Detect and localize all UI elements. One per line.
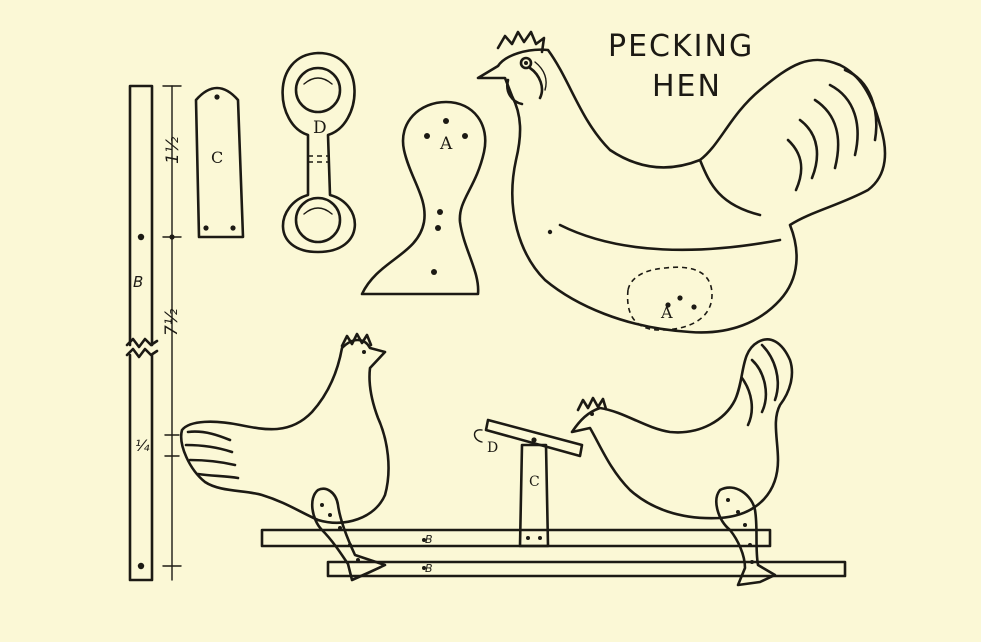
label-assembly-d: D bbox=[487, 440, 498, 456]
large-hen bbox=[476, 30, 887, 334]
part-a-foot bbox=[360, 100, 487, 296]
dim-top: 1½ bbox=[163, 136, 183, 164]
part-d-link bbox=[281, 51, 357, 254]
label-assembly-b-lower: B bbox=[425, 562, 433, 575]
part-b-stick bbox=[125, 84, 159, 582]
assembly-lever bbox=[473, 418, 584, 548]
label-c-strip: C bbox=[211, 148, 223, 167]
label-assembly-b-upper: B bbox=[425, 533, 433, 546]
label-d-link: D bbox=[313, 118, 327, 138]
title-line1: PECKING bbox=[608, 29, 754, 64]
label-b-stick: B bbox=[133, 273, 143, 291]
dim-middle: 7½ bbox=[162, 308, 182, 336]
right-hen bbox=[570, 338, 794, 587]
dim-bottom: ¼ bbox=[135, 437, 150, 455]
dimension-line bbox=[162, 85, 182, 581]
assembly-base bbox=[260, 528, 847, 578]
label-assembly-c: C bbox=[529, 474, 540, 490]
title-line2: HEN bbox=[652, 69, 722, 104]
part-c-strip bbox=[194, 86, 245, 239]
left-hen bbox=[179, 332, 390, 582]
label-a-foot: A bbox=[439, 134, 453, 154]
label-a-on-hen: A bbox=[660, 303, 673, 322]
